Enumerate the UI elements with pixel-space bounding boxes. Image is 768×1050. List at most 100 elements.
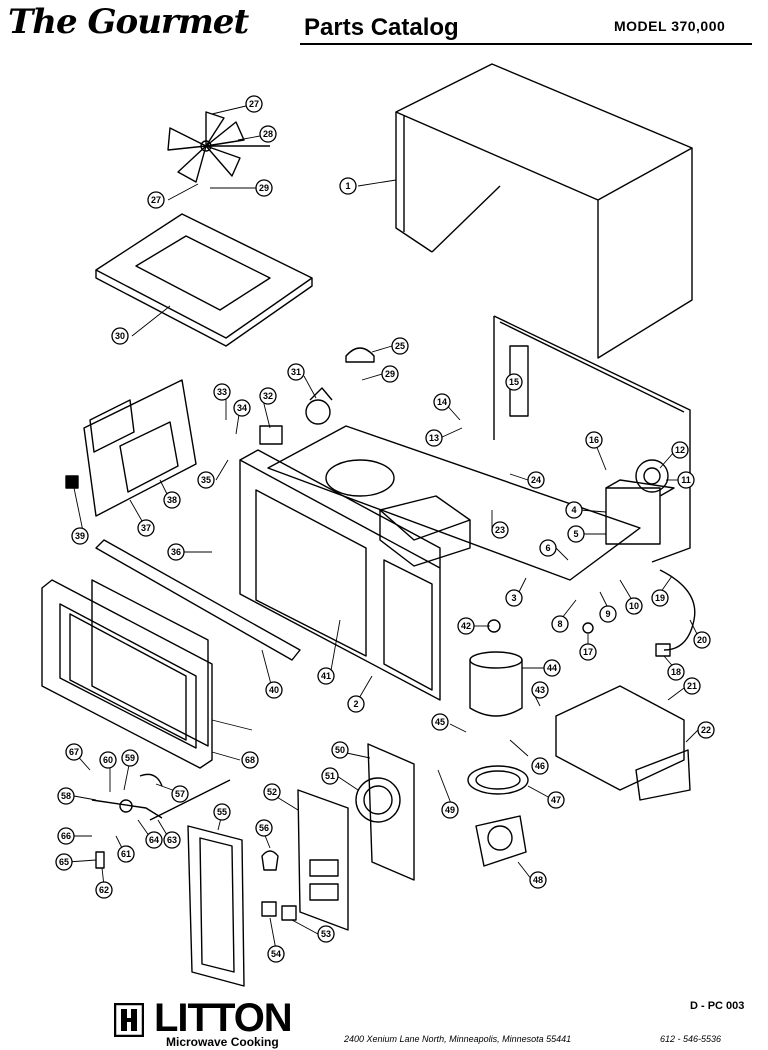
callout-label: 24	[531, 475, 541, 485]
callout-label: 47	[551, 795, 561, 805]
callout-49: 49	[441, 801, 459, 819]
callout-label: 25	[395, 341, 405, 351]
transformer-drawing	[605, 459, 675, 545]
callout-22: 22	[697, 721, 715, 739]
callout-label: 45	[435, 717, 445, 727]
callout-circle	[585, 431, 603, 449]
callout-label: 30	[115, 331, 125, 341]
callout-circle	[57, 827, 75, 845]
callout-circle	[57, 787, 75, 805]
callout-circle	[213, 383, 231, 401]
callout-label: 68	[245, 755, 255, 765]
callout-label: 18	[671, 667, 681, 677]
callout-37: 37	[137, 519, 155, 537]
callout-label: 38	[167, 495, 177, 505]
control-panel-back-drawing	[65, 379, 197, 517]
footer-address: 2400 Xenium Lane North, Minneapolis, Min…	[344, 1034, 572, 1044]
callout-label: 5	[573, 529, 578, 539]
callout-circle	[551, 615, 569, 633]
callout-circle	[71, 527, 89, 545]
callout-circle	[527, 471, 545, 489]
callout-label: 63	[167, 835, 177, 845]
door-frame-drawing	[91, 579, 209, 747]
callout-40: 40	[265, 681, 283, 699]
callout-label: 49	[445, 805, 455, 815]
callout-circle	[457, 617, 475, 635]
switch-54-drawing	[261, 901, 277, 917]
callout-label: 21	[687, 681, 697, 691]
callout-label: 55	[217, 807, 227, 817]
callout-label: 2	[353, 699, 358, 709]
callout-circle	[433, 393, 451, 411]
callout-label: 53	[321, 929, 331, 939]
callout-36: 36	[167, 543, 185, 561]
callout-label: 66	[61, 831, 71, 841]
callout-66: 66	[57, 827, 75, 845]
document-code: D - PC 003	[690, 1000, 745, 1012]
callout-circle	[111, 327, 129, 345]
escutcheon-frame-drawing	[187, 825, 245, 987]
lamp-drawing	[259, 387, 333, 445]
callout-label: 4	[571, 505, 576, 515]
blower-motor-drawing	[469, 651, 523, 717]
callout-23: 23	[491, 521, 509, 539]
callout-label: 1	[345, 181, 350, 191]
callout-circle	[117, 845, 135, 863]
callout-circle	[441, 801, 459, 819]
callout-label: 19	[655, 593, 665, 603]
callout-circle	[145, 831, 163, 849]
callout-label: 65	[59, 857, 69, 867]
callout-circle	[321, 767, 339, 785]
callout-label: 46	[535, 761, 545, 771]
callout-circle	[99, 751, 117, 769]
callout-label: 16	[589, 435, 599, 445]
callout-label: 10	[629, 601, 639, 611]
callout-53: 53	[317, 925, 335, 943]
callout-43: 43	[531, 681, 549, 699]
callout-label: 28	[263, 129, 273, 139]
callout-label: 34	[237, 403, 247, 413]
callout-label: 42	[461, 621, 471, 631]
callout-circle	[245, 95, 263, 113]
callout-label: 29	[259, 183, 269, 193]
motor-drawing	[475, 815, 527, 867]
callout-label: 51	[325, 771, 335, 781]
callout-circle	[95, 881, 113, 899]
callout-label: 35	[201, 475, 211, 485]
power-cord-drawing	[659, 569, 696, 651]
callout-circle	[255, 179, 273, 197]
callout-circle	[233, 399, 251, 417]
callout-label: 48	[533, 875, 543, 885]
callout-16: 16	[585, 431, 603, 449]
latch-mechanism-drawing	[91, 773, 231, 869]
callout-label: 31	[291, 367, 301, 377]
callout-32: 32	[259, 387, 277, 405]
callout-circle	[163, 491, 181, 509]
litton-logo-text: LITTON	[154, 996, 293, 1040]
callout-55: 55	[213, 803, 231, 821]
callout-3: 3	[505, 589, 523, 607]
callout-label: 57	[175, 789, 185, 799]
callout-circle	[317, 925, 335, 943]
callout-label: 22	[701, 725, 711, 735]
callout-label: 56	[259, 823, 269, 833]
control-plate-drawing	[355, 743, 415, 881]
litton-logo-mark-icon	[114, 1003, 144, 1037]
callout-circle	[331, 741, 349, 759]
callout-circle	[425, 429, 443, 447]
callout-circle	[197, 471, 215, 489]
callout-38: 38	[163, 491, 181, 509]
callout-29: 29	[381, 365, 399, 383]
switch-53-drawing	[281, 905, 297, 921]
callout-circle	[317, 667, 335, 685]
callout-label: 39	[75, 531, 85, 541]
callout-circle	[259, 125, 277, 143]
stirrer-drawing	[467, 765, 529, 795]
callout-circle	[55, 853, 73, 871]
callout-circle	[529, 871, 547, 889]
callout-circle	[255, 819, 273, 837]
callout-20: 20	[693, 631, 711, 649]
callout-circle	[505, 589, 523, 607]
callout-label: 27	[151, 195, 161, 205]
